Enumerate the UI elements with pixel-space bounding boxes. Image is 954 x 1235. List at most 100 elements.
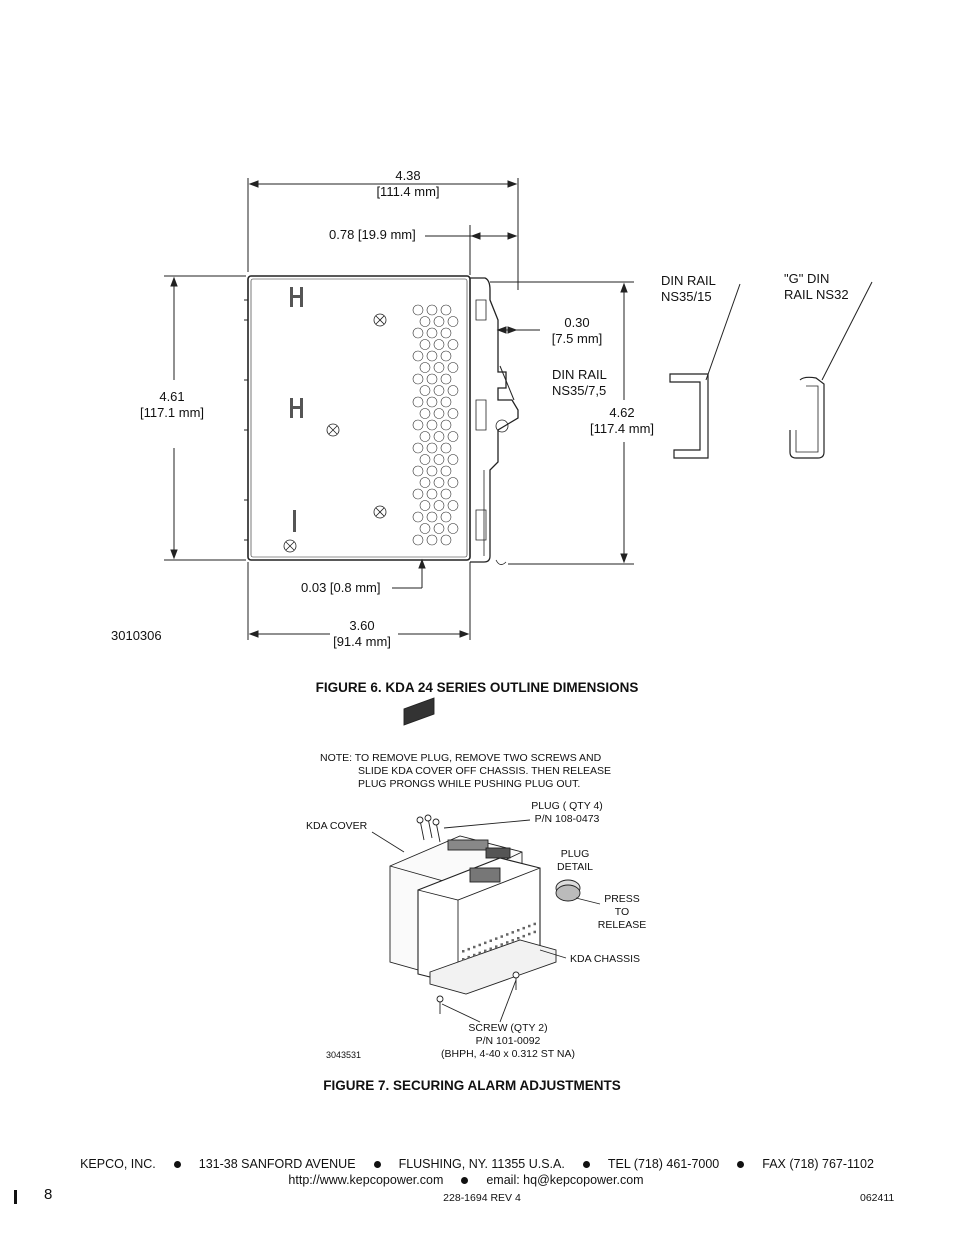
bullet-icon [737, 1161, 745, 1169]
vent-hole [447, 339, 459, 350]
vent-hole [447, 316, 459, 327]
vent-hole [440, 419, 452, 431]
vent-hole [447, 385, 459, 396]
vent-hole [426, 350, 438, 362]
vent-hole [426, 304, 438, 316]
vent-hole [426, 419, 438, 431]
vent-hole [426, 327, 438, 339]
vent-hole [426, 511, 438, 523]
label-plug: PLUG ( QTY 4)P/N 108-0473 [531, 800, 603, 825]
vent-hole [447, 523, 459, 534]
drawing-number-fig6: 3010306 [111, 628, 162, 643]
vent-hole [440, 534, 452, 546]
footer-web-link[interactable]: http://www.kepcopower.com [288, 1173, 444, 1187]
vent-hole [426, 442, 438, 454]
chassis-vent [484, 941, 487, 945]
chassis-vent [528, 932, 531, 936]
vent-hole [412, 327, 424, 339]
footer-email-link[interactable]: email: hq@kepcopower.com [486, 1173, 644, 1187]
vent-hole [426, 465, 438, 477]
vent-hole [440, 350, 452, 362]
vent-hole [419, 431, 431, 442]
figure-7-note: NOTE: TO REMOVE PLUG, REMOVE TWO SCREWS … [320, 752, 612, 790]
vent-hole [440, 373, 452, 385]
dim-height-right: 4.62[117.4 mm] [589, 405, 655, 436]
chassis-vent [462, 958, 465, 961]
dim-bottom-offset: 0.03 [0.8 mm] [301, 580, 381, 595]
vent-hole [440, 304, 452, 316]
figure-6-caption: FIGURE 6. KDA 24 SERIES OUTLINE DIMENSIO… [315, 680, 639, 695]
chassis-vent [473, 945, 476, 949]
footer-city: FLUSHING, NY. 11355 U.S.A. [398, 1157, 565, 1171]
footer-company: KEPCO, INC. [80, 1157, 156, 1171]
vent-hole [419, 385, 431, 396]
chassis-vent [533, 930, 536, 934]
chassis-vent [467, 955, 470, 959]
chassis-vent [522, 926, 525, 930]
chassis-vent [528, 924, 531, 928]
label-screw: SCREW (QTY 2)P/N 101-0092(BHPH, 4-40 x 0… [440, 1022, 576, 1060]
chassis-vent [511, 931, 514, 934]
vent-hole [447, 454, 459, 465]
page-number: 8 [44, 1186, 53, 1203]
footer-contact-line: http://www.kepcopower.com email: hq@kepco… [0, 1173, 932, 1187]
vent-hole [447, 431, 459, 442]
chassis-vent [462, 950, 465, 953]
vent-hole [433, 454, 445, 465]
vent-hole [412, 511, 424, 523]
vent-hole [419, 362, 431, 373]
bullet-icon [373, 1161, 381, 1169]
dim-rail-depth: 0.30[7.5 mm] [551, 315, 603, 346]
footer-fax: FAX (718) 767-1102 [762, 1157, 874, 1171]
chassis-vent [511, 939, 514, 942]
chassis-vent [484, 949, 487, 953]
page-edge-mark [14, 1190, 17, 1204]
figure-7-caption: FIGURE 7. SECURING ALARM ADJUSTMENTS [323, 1078, 621, 1093]
chassis-vent [500, 943, 503, 946]
dim-body-width: 3.60[91.4 mm] [333, 618, 391, 649]
vent-hole [412, 534, 424, 546]
vent-hole [412, 419, 424, 431]
vent-hole [426, 373, 438, 385]
footer-address-line: KEPCO, INC. 131-38 SANFORD AVENUE FLUSHING… [0, 1157, 954, 1171]
doc-revision: 228-1694 REV 4 [443, 1192, 521, 1204]
chassis-vent [522, 934, 525, 938]
dim-overall-width: 4.38[111.4 mm] [376, 168, 440, 199]
chassis-vent [495, 945, 498, 948]
chassis-vent [478, 951, 481, 955]
chassis-vent [478, 943, 481, 947]
vent-hole [440, 442, 452, 454]
bullet-icon [461, 1177, 469, 1185]
vent-hole [433, 316, 445, 327]
vent-hole [426, 534, 438, 546]
footer-street: 131-38 SANFORD AVENUE [198, 1157, 356, 1171]
vent-hole [433, 523, 445, 534]
vent-hole [412, 442, 424, 454]
vent-hole [440, 511, 452, 523]
chassis-vent [495, 937, 498, 940]
vent-hole [447, 408, 459, 419]
vent-hole [447, 477, 459, 488]
chassis-vent [473, 953, 476, 957]
chassis-vent [517, 929, 520, 932]
chassis-vent [517, 937, 520, 940]
vent-hole [419, 500, 431, 511]
label-kda-cover: KDA COVER [306, 820, 368, 832]
drawing-number-fig7: 3043531 [326, 1050, 362, 1060]
dim-rail-offset: 0.78 [19.9 mm] [329, 227, 416, 242]
vent-hole [440, 488, 452, 500]
vent-hole [433, 500, 445, 511]
vent-hole [426, 488, 438, 500]
vent-hole [440, 396, 452, 408]
chassis-vent [467, 947, 470, 951]
chassis-vent [489, 939, 492, 942]
vent-hole [440, 327, 452, 339]
dim-height-left: 4.61[117.1 mm] [139, 389, 205, 420]
vent-hole [412, 488, 424, 500]
vent-hole [433, 408, 445, 419]
date-code: 062411 [860, 1192, 895, 1204]
